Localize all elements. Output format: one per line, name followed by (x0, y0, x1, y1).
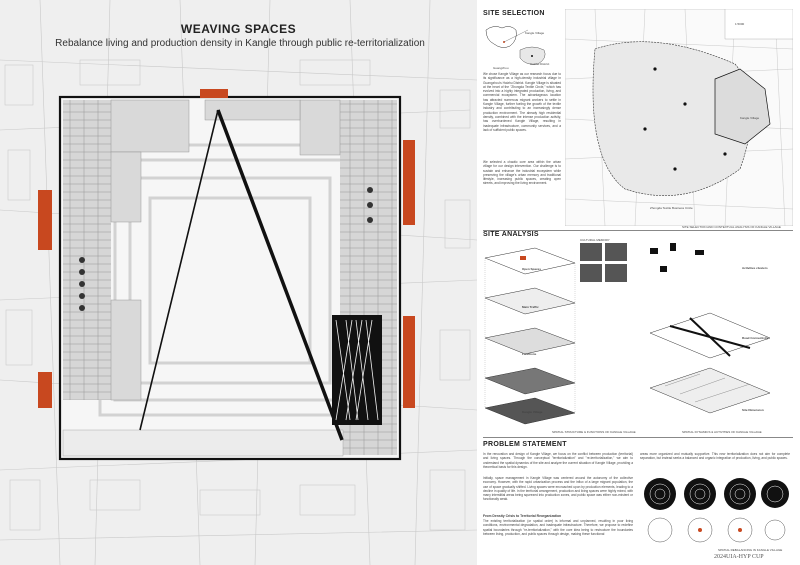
problem-p2: Initially, space management in Kangle Vi… (483, 476, 633, 502)
bottom-plaza (62, 429, 344, 457)
site-selection-intro-2: We selected a chaotic core area within t… (483, 160, 561, 186)
rebalancing-diagram (644, 478, 789, 543)
divider-1 (483, 230, 793, 231)
divider-2 (483, 437, 793, 438)
problem-p3: The existing territorialization (or spat… (483, 519, 633, 536)
diagonal-street (216, 109, 344, 441)
competition-logo: 2024UIA-HYP CUP (714, 554, 764, 560)
map-scale: 1:5000 (735, 22, 745, 26)
poster-title: WEAVING SPACES (180, 22, 297, 36)
map-label-haizhu: Haizhu District (530, 62, 550, 66)
site-selection-intro: We chose Kangle Village as our research … (483, 72, 561, 132)
label-road-connectivity: Road Connectivity (742, 336, 769, 340)
problem-p1: In the renovation and design of Kangle V… (483, 452, 633, 469)
left-buildings (63, 99, 190, 401)
label-main-traffic: Main Traffic (522, 305, 539, 309)
site-analysis-caption-right: SPATIAL DYNAMICS & ACTIVITIES OF KANGLE … (682, 430, 762, 434)
site-selection-caption: SITE SELECTION AND CONTEXTUAL ANALYSIS O… (682, 225, 781, 229)
label-functions: Functions (522, 352, 537, 356)
map-label-guangzhou: Guangzhou (493, 66, 509, 70)
label-site-dimension: Site Dimension (742, 408, 764, 412)
site-plan-drawing (0, 0, 477, 565)
site-analysis-caption-left: SPATIAL STRUCTURE & FUNCTIONS OF KANGLE … (552, 430, 636, 434)
map-label-kangle: Kangle Village (525, 31, 545, 35)
site-selection-heading: SITE SELECTION (483, 10, 545, 17)
dynamics-diagram (649, 243, 771, 414)
label-kangle-village: Kangle Village (522, 410, 543, 414)
map-legend-zhongda: Zhongda Textile Business Circle (650, 206, 693, 210)
map-legend-kangle: Kangle Village (740, 116, 760, 120)
label-cultural-memory: CULTURAL MEMORY (580, 238, 610, 242)
plan-panel: WEAVING SPACES Rebalance living and prod… (0, 0, 477, 565)
woven-roof (332, 315, 382, 425)
red-entrances (38, 89, 415, 408)
poster-subtitle: Rebalance living and production density … (55, 38, 425, 49)
context-map (565, 9, 793, 226)
problem-p4: areas more organized and mutually suppor… (640, 452, 790, 461)
site-analysis-heading: SITE ANALYSIS (483, 231, 539, 238)
diagonal-edge (139, 109, 219, 431)
problem-subheading: From Density Crisis to Territorial Reorg… (483, 514, 562, 518)
china-locator-map (485, 26, 546, 65)
trees (79, 187, 373, 311)
label-open-spaces: Open Spaces (522, 267, 542, 271)
layered-analysis-diagram (484, 243, 627, 425)
label-activities: Activities clusters (742, 266, 768, 270)
problem-heading: PROBLEM STATEMENT (483, 441, 567, 448)
problem-caption: SPATIAL REBALANCING IN KANGLE VILLAGE (718, 548, 783, 552)
